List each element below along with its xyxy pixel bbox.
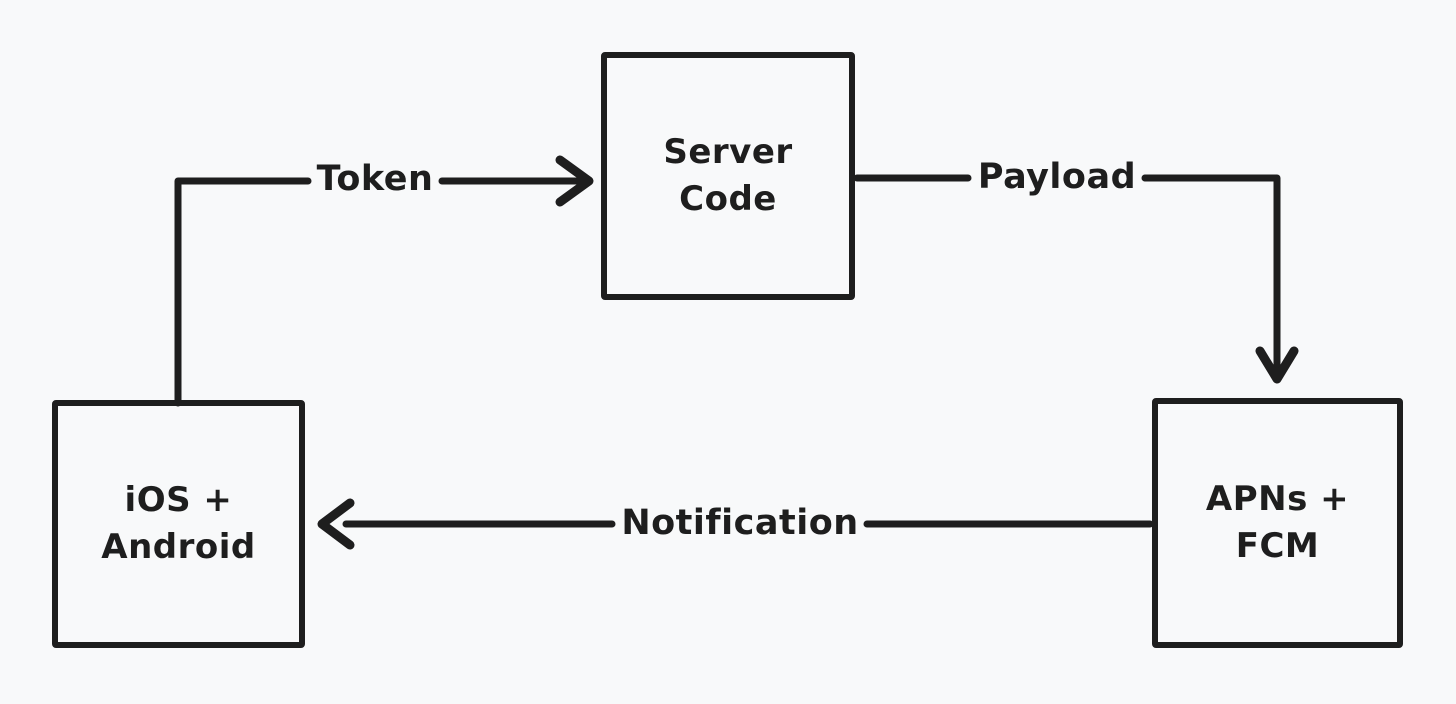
notification-arrowhead-icon	[317, 498, 355, 550]
token-arrow-segment-1	[174, 177, 312, 407]
node-apns-fcm: APNs + FCM	[1152, 398, 1403, 648]
node-label-ios-android: iOS + Android	[101, 480, 256, 567]
node-label-apns-fcm: APNs + FCM	[1205, 479, 1350, 566]
edge-label-notification: Notification	[621, 503, 859, 543]
edge-label-payload: Payload	[977, 157, 1137, 197]
payload-arrow-segment-2	[1141, 174, 1281, 375]
edge-label-token: Token	[316, 159, 434, 199]
node-ios-android: iOS + Android	[52, 400, 305, 648]
payload-arrowhead-icon	[1255, 346, 1299, 384]
node-label-server-code: Server Code	[663, 132, 793, 219]
node-server-code: Server Code	[601, 52, 855, 300]
token-arrowhead-icon	[555, 155, 594, 207]
